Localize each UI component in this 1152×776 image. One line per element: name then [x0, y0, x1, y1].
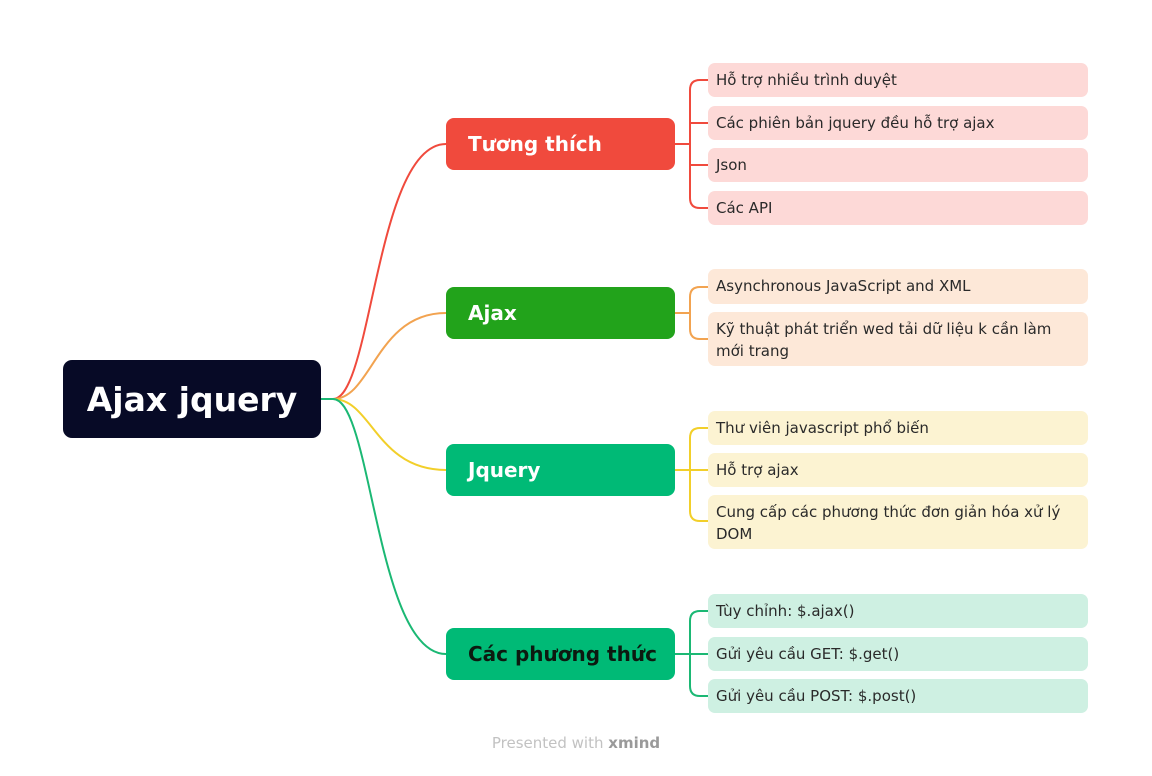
leaf-item[interactable]: Thư viên javascript phổ biến [708, 411, 1088, 445]
presented-with-footer: Presented with xmind [0, 734, 1152, 752]
central-topic[interactable]: Ajax jquery [63, 360, 321, 438]
leaf-item[interactable]: Asynchronous JavaScript and XML [708, 269, 1088, 304]
root-link-jquery [332, 398, 447, 471]
leaf-item[interactable]: Gửi yêu cầu GET: $.get() [708, 637, 1088, 671]
leaf-label: Gửi yêu cầu GET: $.get() [716, 645, 900, 663]
leaf-label: Các phiên bản jquery đều hỗ trợ ajax [716, 114, 995, 132]
branch-ajax[interactable]: Ajax [446, 287, 675, 339]
root-link-ajax [332, 312, 447, 400]
leaf-item[interactable]: Hỗ trợ ajax [708, 453, 1088, 487]
root-link-cac-phuong-thuc [332, 398, 447, 655]
leaf-label: Tùy chỉnh: $.ajax() [716, 602, 855, 620]
root-link-tuong-thich [332, 143, 447, 400]
leaf-links-cac-phuong-thuc [675, 610, 708, 697]
leaf-links-tuong-thich [675, 79, 708, 209]
branch-label: Ajax [468, 301, 517, 325]
branch-label: Jquery [468, 458, 541, 482]
leaf-item[interactable]: Các API [708, 191, 1088, 225]
leaf-label: Hỗ trợ nhiều trình duyệt [716, 71, 897, 89]
leaf-item[interactable]: Các phiên bản jquery đều hỗ trợ ajax [708, 106, 1088, 140]
central-topic-label: Ajax jquery [86, 379, 298, 419]
leaf-item[interactable]: Kỹ thuật phát triển wed tải dữ liệu k cầ… [708, 312, 1088, 366]
branch-cac-phuong-thuc[interactable]: Các phương thức [446, 628, 675, 680]
leaf-item[interactable]: Hỗ trợ nhiều trình duyệt [708, 63, 1088, 97]
branch-label: Các phương thức [468, 642, 657, 666]
leaf-label: Thư viên javascript phổ biến [716, 419, 929, 437]
branch-jquery[interactable]: Jquery [446, 444, 675, 496]
xmind-brand: xmind [608, 734, 661, 752]
footer-prefix: Presented with [491, 734, 604, 752]
leaf-item[interactable]: Tùy chỉnh: $.ajax() [708, 594, 1088, 628]
leaf-label: Asynchronous JavaScript and XML [716, 277, 971, 295]
leaf-label: Gửi yêu cầu POST: $.post() [716, 687, 917, 705]
leaf-item[interactable]: Cung cấp các phương thức đơn giản hóa xử… [708, 495, 1088, 549]
leaf-label: Json [716, 156, 747, 174]
leaf-label: Các API [716, 199, 773, 217]
leaf-label: Hỗ trợ ajax [716, 461, 799, 479]
branch-tuong-thich[interactable]: Tương thích [446, 118, 675, 170]
leaf-label: Cung cấp các phương thức đơn giản hóa xử… [716, 503, 1061, 543]
leaf-item[interactable]: Gửi yêu cầu POST: $.post() [708, 679, 1088, 713]
leaf-links-jquery [675, 427, 708, 522]
leaf-label: Kỹ thuật phát triển wed tải dữ liệu k cầ… [716, 320, 1052, 360]
leaf-links-ajax [675, 286, 708, 340]
leaf-item[interactable]: Json [708, 148, 1088, 182]
branch-label: Tương thích [468, 132, 602, 156]
